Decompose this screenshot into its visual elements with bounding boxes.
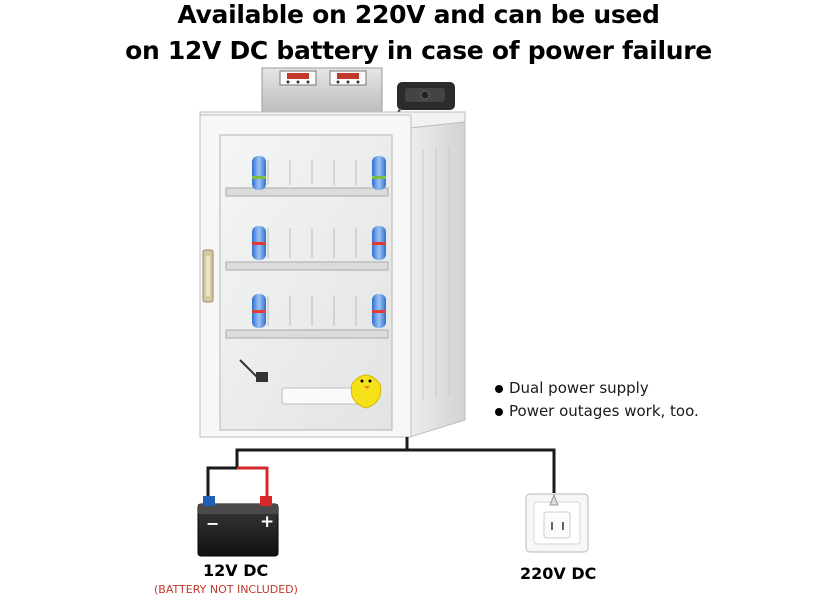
egg-tray (225, 160, 389, 339)
battery-label: 12V DC (203, 561, 269, 580)
battery-positive-terminal (260, 496, 272, 506)
battery (197, 496, 279, 557)
wall-outlet (525, 493, 589, 553)
control-panel-box (261, 67, 383, 113)
chick-sticker (350, 374, 382, 409)
battery-note: (BATTERY NOT INCLUDED) (154, 583, 298, 596)
feature-item: Dual power supply (493, 377, 699, 400)
tray-roller (252, 156, 386, 328)
bullet-icon (495, 407, 503, 416)
battery-plus-symbol: + (260, 512, 275, 532)
incubator-cabinet (199, 111, 466, 438)
feature-item: Power outages work, too. (493, 400, 699, 423)
battery-negative-terminal (203, 496, 215, 506)
power-wiring (206, 437, 556, 497)
outlet-label: 220V DC (520, 564, 597, 583)
bullet-icon (495, 384, 503, 393)
headline-line-1: Available on 220V and can be used (177, 0, 660, 29)
battery-minus-symbol: − (206, 514, 220, 533)
headline-line-2: on 12V DC battery in case of power failu… (125, 36, 712, 65)
feature-list: Dual power supply Power outages work, to… (493, 377, 699, 423)
